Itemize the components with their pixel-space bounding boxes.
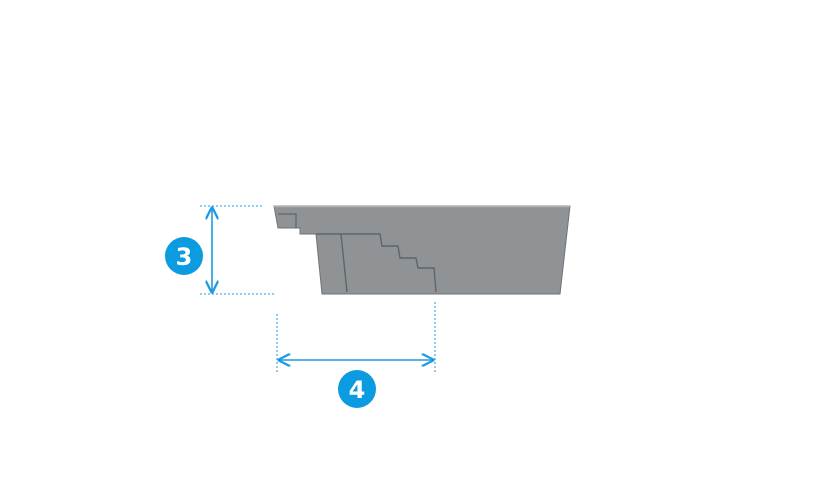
bench-wall: [340, 233, 348, 293]
length-badge: [338, 370, 376, 408]
entry-bench: [278, 213, 297, 228]
depth-dimension: 3: [165, 205, 274, 295]
depth-badge: [165, 237, 203, 275]
staircase: [316, 233, 437, 293]
length-badge-label: 4: [349, 376, 366, 404]
length-dimension: 4: [276, 302, 436, 408]
pool-cross-section: [273, 205, 571, 295]
depth-badge-label: 3: [176, 243, 193, 271]
